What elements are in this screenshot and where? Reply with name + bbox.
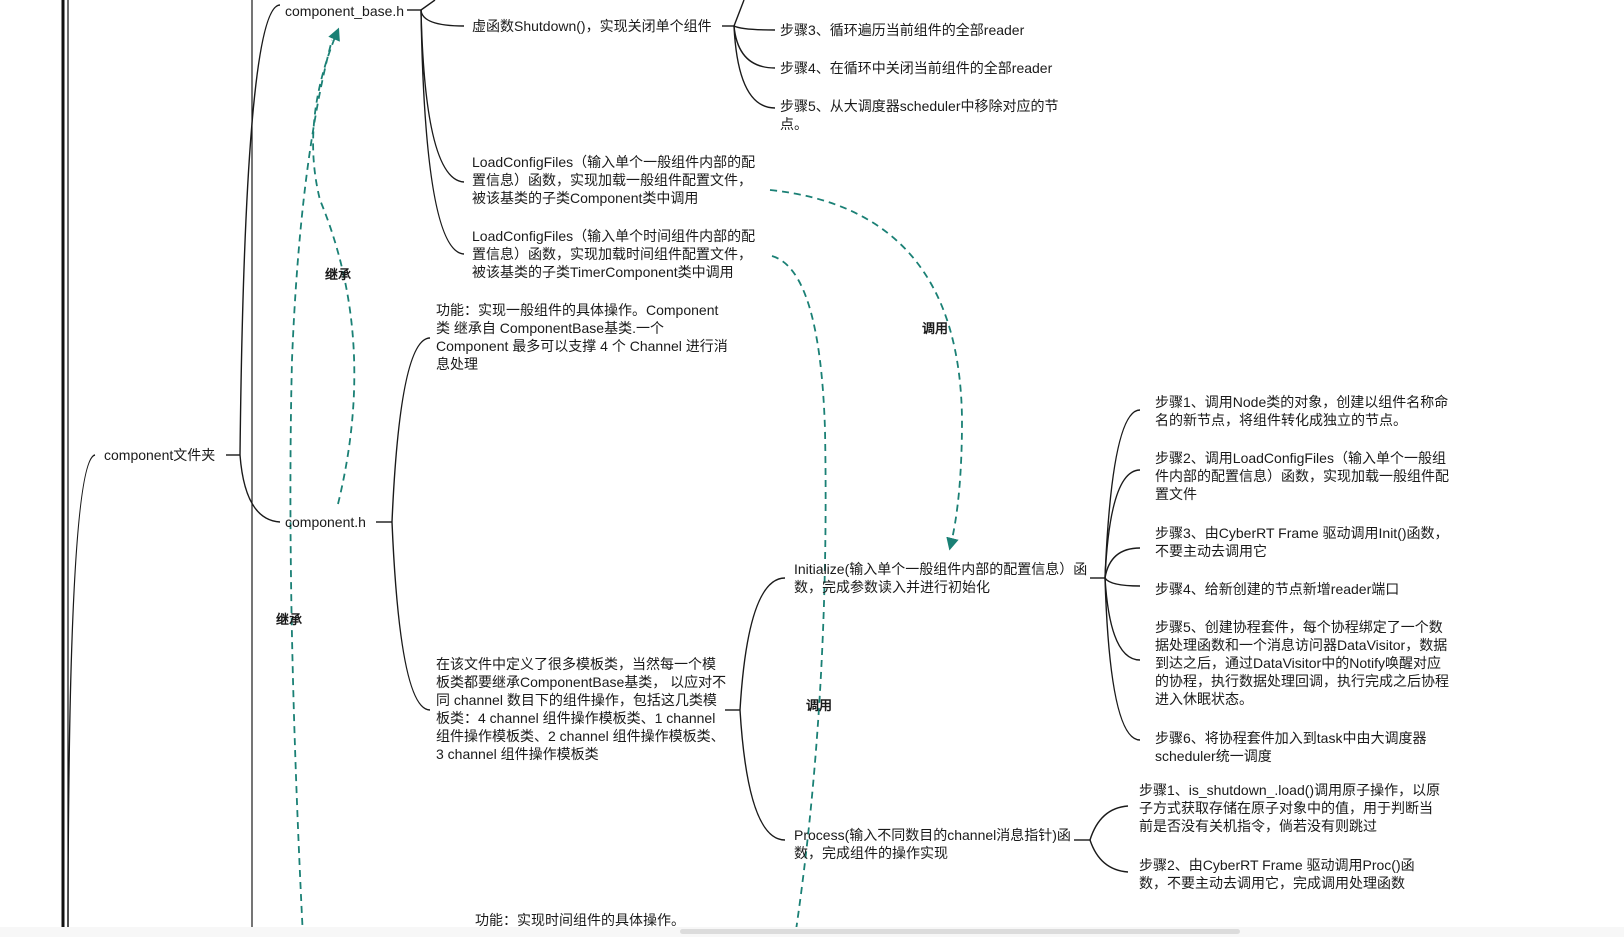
node-shutdown[interactable]: 虚函数Shutdown()，实现关闭单个组件: [472, 18, 712, 34]
node-component-h[interactable]: component.h: [285, 514, 366, 530]
node-template-classes[interactable]: 在该文件中定义了很多模板类，当然每一个模板类都要继承ComponentBase基…: [436, 656, 727, 762]
node-init-step3[interactable]: 步骤3、由CyberRT Frame 驱动调用Init()函数，不要主动去调用它: [1155, 525, 1449, 559]
label-inherit-lower: 继承: [276, 612, 303, 627]
relation-arrows: [289, 27, 963, 937]
node-initialize[interactable]: Initialize(输入单个一般组件内部的配置信息）函数，完成参数读入并进行初…: [794, 561, 1088, 595]
node-component-base-h[interactable]: component_base.h: [285, 3, 405, 19]
node-timer-function[interactable]: 功能：实现时间组件的具体操作。: [475, 912, 685, 928]
node-proc-step2[interactable]: 步骤2、由CyberRT Frame 驱动调用Proc()函数，不要主动去调用它…: [1139, 857, 1415, 891]
node-process[interactable]: Process(输入不同数目的channel消息指针)函数，完成组件的操作实现: [794, 827, 1071, 861]
node-init-step6[interactable]: 步骤6、将协程套件加入到task中由大调度器scheduler统一调度: [1155, 730, 1427, 764]
node-init-step1[interactable]: 步骤1、调用Node类的对象，创建以组件名称命名的新节点，将组件转化成独立的节点…: [1155, 394, 1449, 428]
node-load-config-general[interactable]: LoadConfigFiles（输入单个一般组件内部的配置信息）函数，实现加载一…: [472, 154, 756, 206]
node-shutdown-step5[interactable]: 步骤5、从大调度器scheduler中移除对应的节点。: [780, 98, 1059, 132]
root-vertical-line: [61, 0, 69, 937]
horizontal-scrollbar-thumb[interactable]: [680, 929, 1240, 934]
node-init-step5[interactable]: 步骤5、创建协程套件，每个协程绑定了一个数据处理函数和一个消息访问器DataVi…: [1155, 619, 1449, 707]
node-shutdown-step4[interactable]: 步骤4、在循环中关闭当前组件的全部reader: [780, 60, 1053, 76]
node-component-folder[interactable]: component文件夹: [104, 447, 216, 463]
node-shutdown-step3[interactable]: 步骤3、循环遍历当前组件的全部reader: [780, 22, 1025, 38]
label-inherit-upper: 继承: [325, 267, 352, 282]
label-call-lower: 调用: [806, 698, 833, 713]
node-init-step4[interactable]: 步骤4、给新创建的节点新增reader端口: [1155, 581, 1400, 597]
label-call-upper: 调用: [922, 321, 949, 336]
node-proc-step1[interactable]: 步骤1、is_shutdown_.load()调用原子操作，以原子方式获取存储在…: [1139, 782, 1441, 834]
node-component-function[interactable]: 功能：实现一般组件的具体操作。Component 类 继承自 Component…: [436, 302, 728, 372]
tree-connectors: [67, 0, 1141, 937]
node-init-step2[interactable]: 步骤2、调用LoadConfigFiles（输入单个一般组件内部的配置信息）函数…: [1155, 450, 1449, 502]
node-load-config-timer[interactable]: LoadConfigFiles（输入单个时间组件内部的配置信息）函数，实现加载时…: [472, 228, 756, 280]
